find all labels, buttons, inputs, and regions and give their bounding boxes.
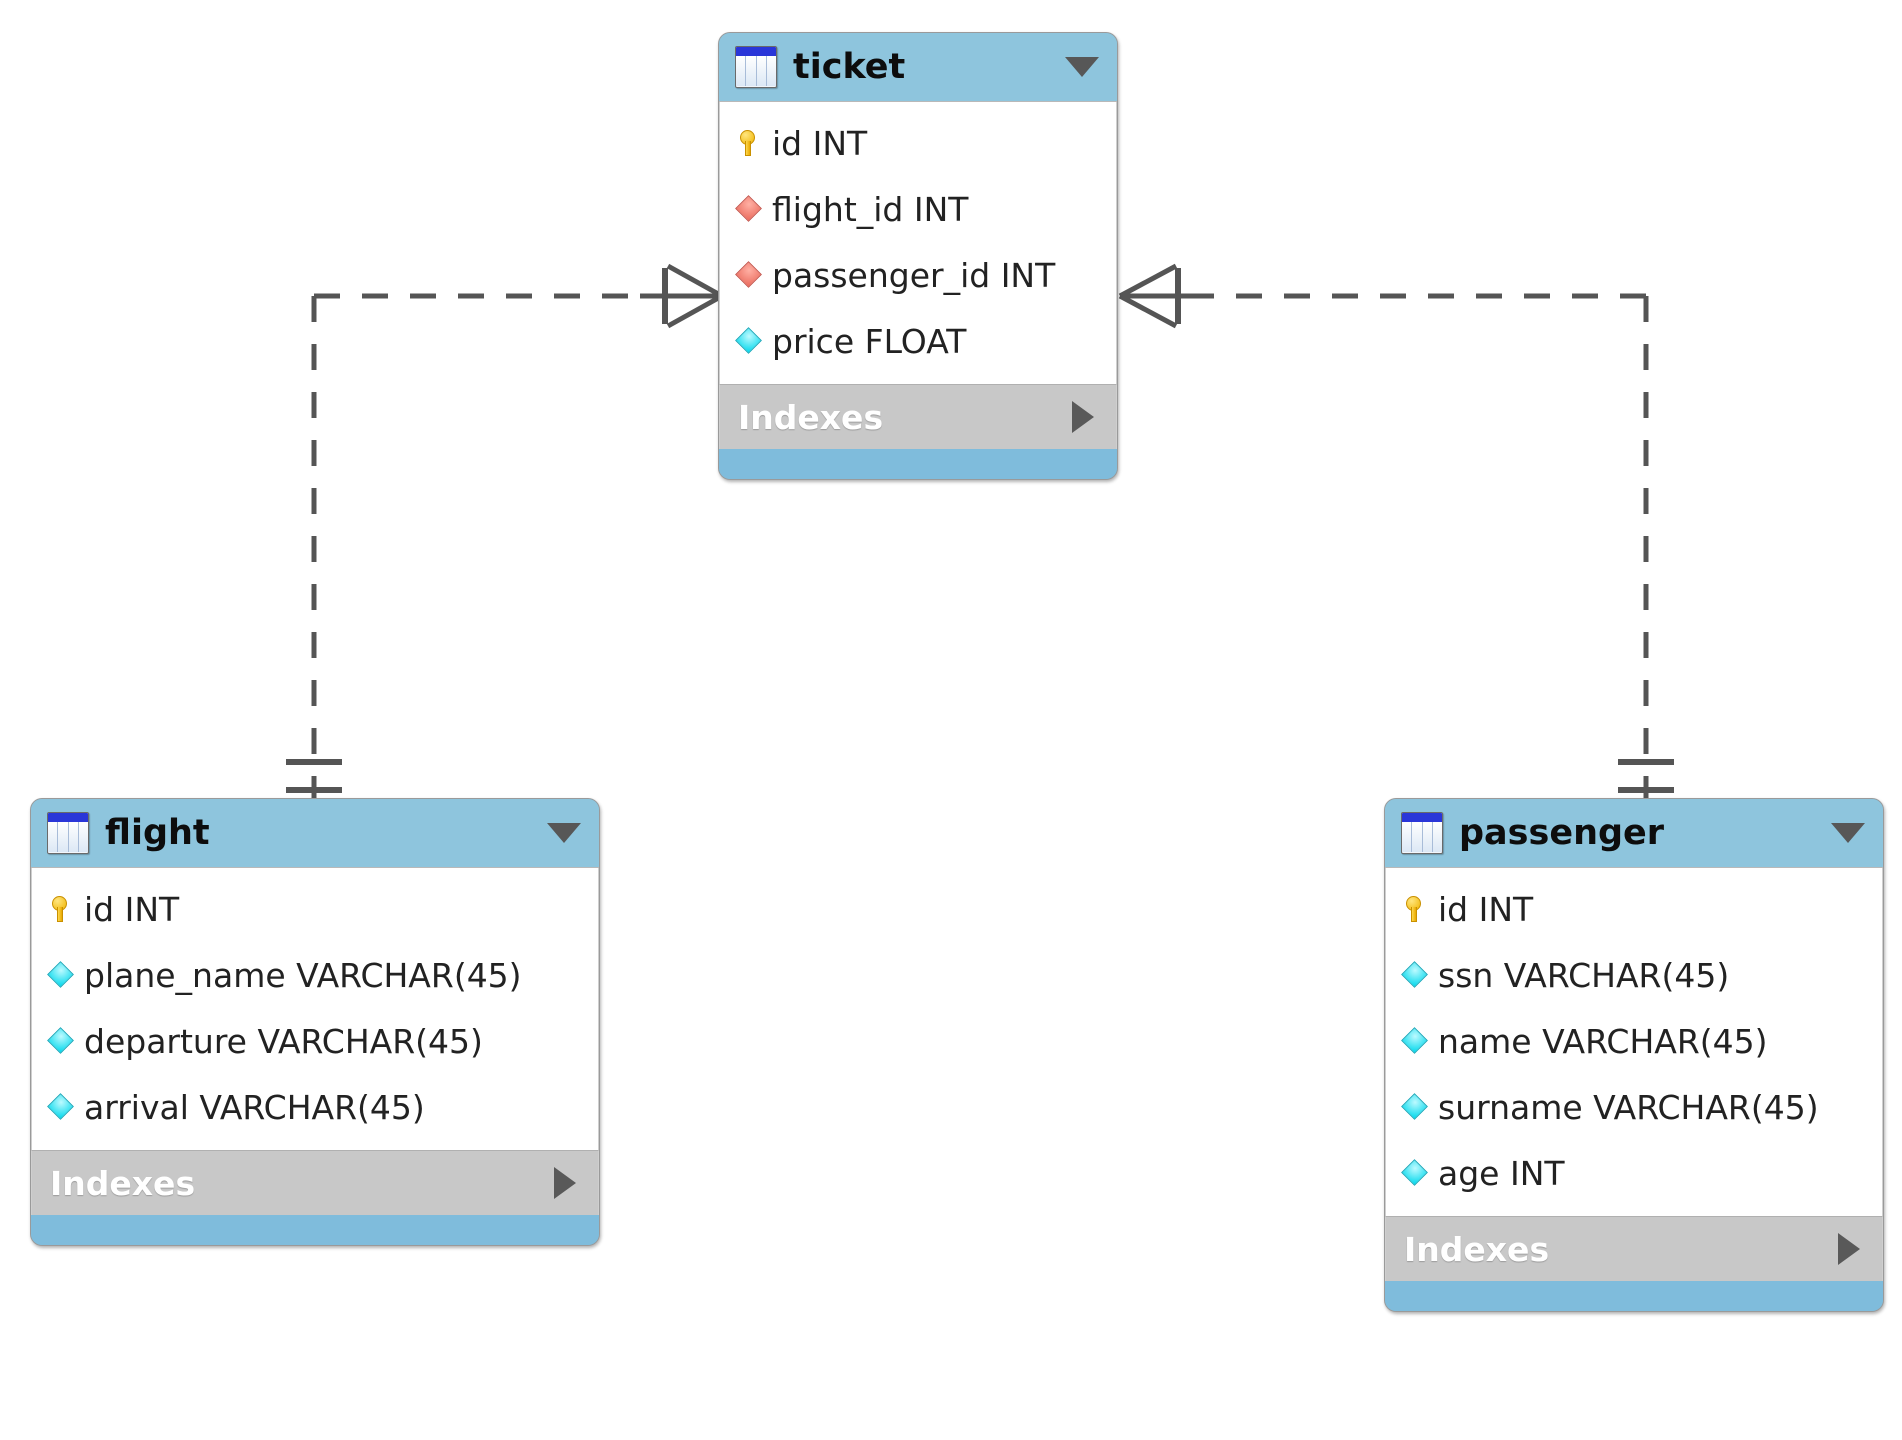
table-row[interactable]: ssn VARCHAR(45) (1386, 942, 1882, 1008)
relationship-passenger-to-ticket (1118, 263, 1674, 800)
table-row[interactable]: id INT (32, 876, 598, 942)
indexes-label: Indexes (738, 397, 884, 437)
column-icon (46, 1026, 76, 1056)
indexes-section-flight[interactable]: Indexes (31, 1150, 599, 1215)
table-row[interactable]: flight_id INT (720, 176, 1116, 242)
table-icon (735, 46, 777, 88)
table-row[interactable]: age INT (1386, 1140, 1882, 1206)
column-icon (1400, 1092, 1430, 1122)
cardinality-one-passenger (1618, 759, 1674, 793)
cardinality-one-flight (286, 759, 342, 793)
table-title: flight (105, 813, 210, 853)
table-title: ticket (793, 47, 906, 87)
column-icon (734, 326, 764, 356)
primary-key-icon (46, 894, 76, 924)
column-label: surname VARCHAR(45) (1438, 1087, 1819, 1127)
table-node-flight[interactable]: flight id INT plane_name VARCHAR(45) dep… (30, 798, 600, 1246)
table-row[interactable]: passenger_id INT (720, 242, 1116, 308)
primary-key-icon (1400, 894, 1430, 924)
column-list-passenger: id INT ssn VARCHAR(45) name VARCHAR(45) … (1385, 868, 1883, 1216)
table-header-ticket[interactable]: ticket (719, 33, 1117, 102)
column-label: flight_id INT (772, 189, 969, 229)
chevron-down-icon[interactable] (1831, 823, 1865, 843)
column-label: price FLOAT (772, 321, 967, 361)
column-label: arrival VARCHAR(45) (84, 1087, 425, 1127)
table-header-flight[interactable]: flight (31, 799, 599, 868)
column-icon (1400, 1158, 1430, 1188)
column-label: id INT (1438, 889, 1534, 929)
table-icon (1401, 812, 1443, 854)
indexes-label: Indexes (50, 1163, 196, 1203)
chevron-down-icon[interactable] (547, 823, 581, 843)
table-row[interactable]: plane_name VARCHAR(45) (32, 942, 598, 1008)
table-footer (1385, 1281, 1883, 1311)
column-icon (1400, 960, 1430, 990)
table-row[interactable]: surname VARCHAR(45) (1386, 1074, 1882, 1140)
chevron-right-icon[interactable] (1838, 1233, 1860, 1265)
foreign-key-icon (734, 194, 764, 224)
table-title: passenger (1459, 813, 1665, 853)
indexes-label: Indexes (1404, 1229, 1550, 1269)
table-row[interactable]: name VARCHAR(45) (1386, 1008, 1882, 1074)
column-label: plane_name VARCHAR(45) (84, 955, 522, 995)
column-label: name VARCHAR(45) (1438, 1021, 1768, 1061)
table-footer (31, 1215, 599, 1245)
crowsfoot-many-flight (664, 263, 724, 329)
column-icon (46, 1092, 76, 1122)
column-list-ticket: id INT flight_id INT passenger_id INT pr… (719, 102, 1117, 384)
table-node-ticket[interactable]: ticket id INT flight_id INT passenger_id… (718, 32, 1118, 480)
chevron-down-icon[interactable] (1065, 57, 1099, 77)
column-icon (1400, 1026, 1430, 1056)
table-row[interactable]: id INT (720, 110, 1116, 176)
table-row[interactable]: departure VARCHAR(45) (32, 1008, 598, 1074)
column-label: age INT (1438, 1153, 1565, 1193)
column-list-flight: id INT plane_name VARCHAR(45) departure … (31, 868, 599, 1150)
column-label: ssn VARCHAR(45) (1438, 955, 1730, 995)
table-header-passenger[interactable]: passenger (1385, 799, 1883, 868)
crowsfoot-many-passenger (1118, 263, 1180, 329)
foreign-key-icon (734, 260, 764, 290)
chevron-right-icon[interactable] (554, 1167, 576, 1199)
table-icon (47, 812, 89, 854)
column-label: id INT (84, 889, 180, 929)
column-label: id INT (772, 123, 868, 163)
indexes-section-ticket[interactable]: Indexes (719, 384, 1117, 449)
primary-key-icon (734, 128, 764, 158)
column-label: departure VARCHAR(45) (84, 1021, 483, 1061)
column-icon (46, 960, 76, 990)
chevron-right-icon[interactable] (1072, 401, 1094, 433)
relationship-flight-to-ticket (286, 263, 724, 800)
indexes-section-passenger[interactable]: Indexes (1385, 1216, 1883, 1281)
table-row[interactable]: arrival VARCHAR(45) (32, 1074, 598, 1140)
column-label: passenger_id INT (772, 255, 1056, 295)
table-footer (719, 449, 1117, 479)
table-row[interactable]: price FLOAT (720, 308, 1116, 374)
table-row[interactable]: id INT (1386, 876, 1882, 942)
table-node-passenger[interactable]: passenger id INT ssn VARCHAR(45) name VA… (1384, 798, 1884, 1312)
